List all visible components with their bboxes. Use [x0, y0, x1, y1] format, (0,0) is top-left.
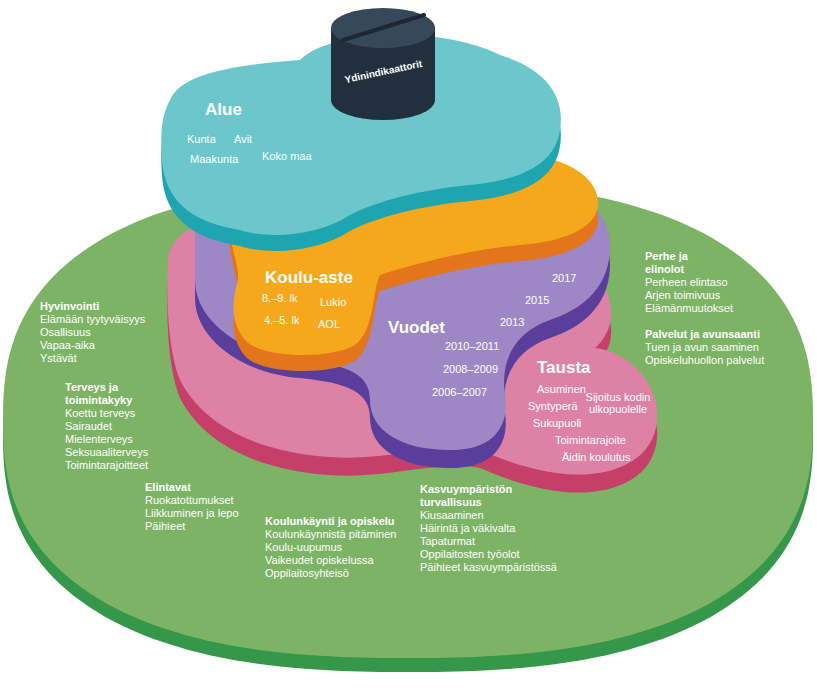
- category-item: Osallisuus: [40, 326, 91, 339]
- layer-item: AOL: [318, 318, 340, 331]
- category-item: Koettu terveys: [65, 407, 135, 420]
- category-item: Oppilaitosyhteisö: [265, 567, 349, 580]
- category-item: Koulu-uupumus: [265, 541, 342, 554]
- surface-path: [331, 8, 435, 48]
- layer-item: Avit: [234, 133, 252, 146]
- rim-path: [167, 227, 657, 493]
- category-item: Opiskeluhuollon palvelut: [645, 354, 764, 367]
- layer-item: 4.–5. lk: [264, 314, 299, 327]
- category-item: Mielenterveys: [65, 433, 133, 446]
- category-item: Vapaa-aika: [40, 339, 95, 352]
- category-heading: Kasvuympäristön turvallisuus: [420, 483, 530, 509]
- category-item: Häirintä ja väkivalta: [420, 522, 515, 535]
- layer-item: 8.–9. lk: [262, 292, 297, 305]
- layer-item: 2008–2009: [443, 363, 498, 376]
- layer-heading: Alue: [205, 100, 242, 120]
- category-heading: Palvelut ja avunsaanti: [645, 328, 760, 341]
- layer-heading: Koulu-aste: [265, 268, 353, 288]
- category-item: Perheen elintaso: [645, 276, 728, 289]
- category-item: Tuen ja avun saaminen: [645, 341, 759, 354]
- layer-item: Maakunta: [190, 153, 238, 166]
- layer-heading: Tausta: [537, 358, 591, 378]
- layer-item: Koko maa: [262, 150, 312, 163]
- category-heading: Terveys ja toimintakyky: [65, 381, 165, 407]
- category-item: Päihteet kasvuympäristössä: [420, 561, 557, 574]
- layer-item: 2010–2011: [445, 340, 499, 353]
- category-item: Koulunkäynnistä pitäminen: [265, 528, 396, 541]
- category-item: Oppilaitosten työolot: [420, 548, 520, 561]
- indicator-cylinder: Ydinindikaattorit: [326, 2, 442, 126]
- category-item: Elämään tyytyväisyys: [40, 313, 145, 326]
- layer-item: Sijoitus kodin ulkopuolelle: [584, 391, 652, 415]
- category-item: Vaikeudet opiskelussa: [265, 554, 374, 567]
- category-item: Seksuaaliterveys: [65, 446, 148, 459]
- layer-item: 2013: [500, 316, 524, 329]
- category-item: Ruokatottumukset: [145, 494, 234, 507]
- layer-item: Lukio: [320, 296, 346, 309]
- layer-item: 2006–2007: [432, 386, 487, 399]
- category-heading: Koulunkäynti ja opiskelu: [265, 515, 395, 528]
- category-item: Elämänmuutokset: [645, 302, 733, 315]
- layer-rim: [167, 227, 657, 493]
- category-item: Tapaturmat: [420, 535, 475, 548]
- category-item: Päihteet: [145, 520, 185, 533]
- category-item: Liikkuminen ja lepo: [145, 507, 239, 520]
- surface-path: [3, 182, 813, 658]
- category-item: Sairaudet: [65, 420, 112, 433]
- category-item: Ystävät: [40, 352, 77, 365]
- layer-item: Sukupuoli: [533, 417, 581, 430]
- layer-item: Asuminen: [537, 383, 586, 396]
- category-heading: Perhe ja elinolot: [645, 250, 725, 276]
- category-heading: Hyvinvointi: [40, 300, 99, 313]
- layer-item: 2017: [552, 272, 576, 285]
- split-line: [343, 15, 424, 40]
- surface-path: [167, 209, 657, 475]
- category-heading: Elintavat: [145, 481, 191, 494]
- layer-item: 2015: [525, 294, 549, 307]
- layer-item: Kunta: [187, 133, 216, 146]
- category-item: Arjen toimivuus: [645, 289, 720, 302]
- layer-item: Äidin koulutus: [562, 451, 631, 464]
- layer-heading: Vuodet: [388, 318, 445, 338]
- category-item: Kiusaaminen: [420, 509, 484, 522]
- category-item: Toimintarajoitteet: [65, 459, 148, 472]
- layer-shape: [326, 2, 442, 126]
- layer-item: Syntyperä: [528, 400, 578, 413]
- layer-item: Toimintarajoite: [555, 434, 626, 447]
